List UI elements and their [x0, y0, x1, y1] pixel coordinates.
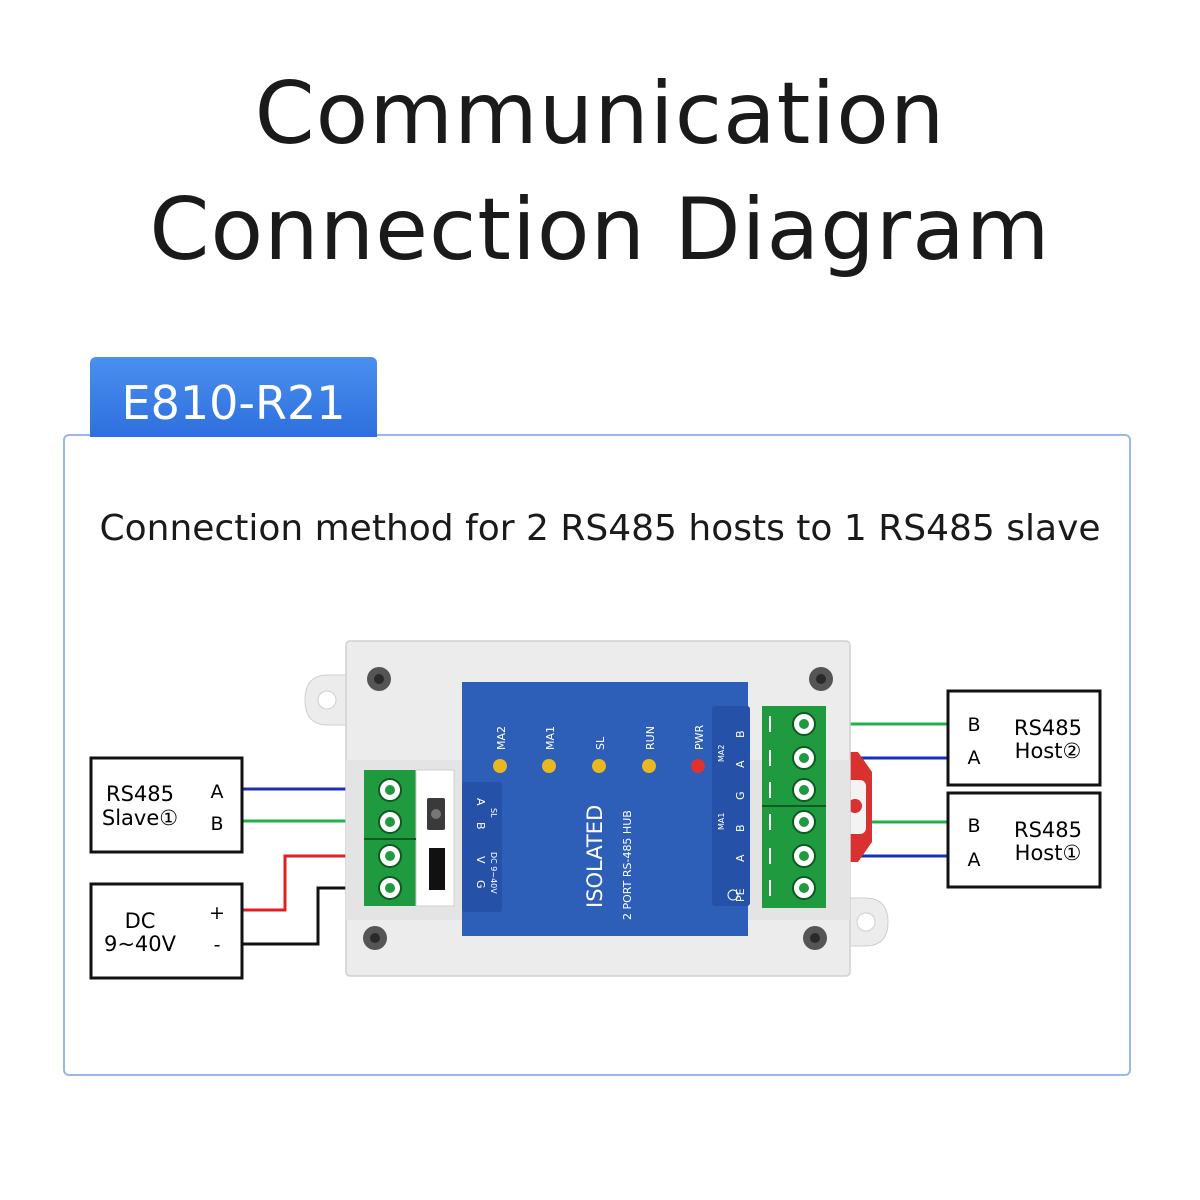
left-terminal-block	[364, 769, 455, 907]
host2-box: B A RS485 Host②	[946, 689, 1102, 787]
led-label-ma2: MA2	[495, 726, 508, 750]
screws	[363, 667, 833, 950]
power-plus: +	[209, 902, 225, 924]
led-ma2	[493, 759, 507, 773]
status-leds: MA2 MA1 SL RUN PWR	[493, 724, 706, 773]
host1-label-2: Host①	[1015, 841, 1082, 865]
slave-box: RS485 Slave① A B	[89, 756, 244, 854]
right-terminal-labels: B A G B A PE MA2 MA1	[712, 706, 750, 906]
right-group-ma1: MA1	[717, 813, 726, 830]
host1-box: B A RS485 Host①	[946, 791, 1102, 889]
left-pin-b: B	[474, 822, 487, 830]
slave-pin-b: B	[210, 813, 223, 835]
host1-pin-b: B	[967, 815, 980, 837]
left-pin-g: G	[474, 880, 487, 889]
host2-pin-b: B	[967, 714, 980, 736]
led-sl	[592, 759, 606, 773]
host2-pin-a: A	[968, 747, 981, 769]
host1-label-1: RS485	[1014, 818, 1082, 842]
right-pin-a-ma1: A	[734, 854, 747, 862]
right-pin-b-ma2: B	[734, 730, 747, 738]
model-tab: E810-R21	[90, 357, 377, 437]
power-label-1: DC	[125, 909, 156, 933]
device-front-panel	[462, 682, 748, 936]
diagram-subtitle: Connection method for 2 RS485 hosts to 1…	[99, 508, 1101, 549]
host2-label-1: RS485	[1014, 716, 1082, 740]
page-title-line-2: Connection Diagram	[149, 180, 1051, 280]
led-run	[642, 759, 656, 773]
slave-pin-a: A	[211, 781, 224, 803]
led-label-pwr: PWR	[693, 724, 706, 750]
slave-label-1: RS485	[106, 782, 174, 806]
left-pin-a: A	[474, 798, 487, 806]
led-label-sl: SL	[594, 736, 607, 750]
right-terminal-block	[762, 706, 826, 908]
hub-device: MA2 MA1 SL RUN PWR ISOLATED 2 PORT RS-48…	[304, 640, 889, 977]
label-isolated: ISOLATED	[583, 805, 607, 908]
led-ma1	[542, 759, 556, 773]
page-title-line-1: Communication	[254, 64, 946, 164]
wire-power-plus	[242, 854, 364, 912]
led-label-ma1: MA1	[544, 726, 557, 750]
power-box: DC 9~40V + -	[89, 882, 244, 980]
power-label-2: 9~40V	[104, 932, 177, 956]
right-pin-a-ma2: A	[734, 760, 747, 768]
ground-icon	[727, 889, 739, 901]
right-group-ma2: MA2	[717, 745, 726, 762]
left-group-sl: SL	[489, 808, 498, 818]
right-pin-b-ma1: B	[734, 824, 747, 832]
led-label-run: RUN	[644, 726, 657, 750]
left-pin-v: V	[474, 856, 487, 864]
host2-label-2: Host②	[1015, 739, 1082, 763]
power-minus: -	[214, 934, 221, 956]
led-pwr	[691, 759, 705, 773]
left-terminal-labels: A B V G SL DC 9~40V	[462, 782, 502, 912]
host1-pin-a: A	[968, 849, 981, 871]
right-pin-g: G	[734, 791, 747, 800]
slave-label-2: Slave①	[102, 806, 178, 830]
label-hub: 2 PORT RS-485 HUB	[621, 810, 634, 920]
wire-power-minus	[242, 886, 364, 946]
left-group-dc: DC 9~40V	[489, 852, 498, 894]
